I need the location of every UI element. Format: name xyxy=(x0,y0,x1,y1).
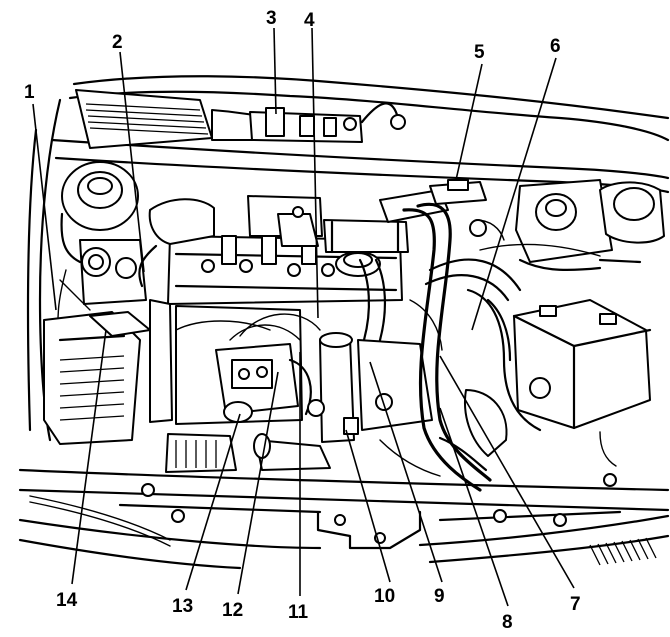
callout-2: 2 xyxy=(112,32,123,53)
injection-pump xyxy=(215,313,321,423)
callout-1: 1 xyxy=(24,82,35,103)
callout-12: 12 xyxy=(222,600,243,621)
callout-6: 6 xyxy=(550,36,561,57)
left-reservoir-group xyxy=(57,161,147,341)
intake-duct-top xyxy=(323,189,449,254)
battery xyxy=(466,288,652,467)
callout-4: 4 xyxy=(304,10,315,31)
callout-labels: 1 2 3 4 5 6 7 8 9 10 11 12 13 14 xyxy=(24,8,581,633)
small-reservoir xyxy=(429,179,487,205)
body-outline xyxy=(18,75,670,570)
callout-9: 9 xyxy=(434,586,445,607)
callout-3: 3 xyxy=(266,8,277,29)
fuel-filter xyxy=(307,332,359,443)
callout-7: 7 xyxy=(570,594,581,615)
callout-13: 13 xyxy=(172,596,193,617)
right-pipes xyxy=(409,243,601,351)
leader-lines xyxy=(32,27,575,607)
callout-10: 10 xyxy=(374,586,395,607)
fuse-box xyxy=(43,311,151,445)
callout-5: 5 xyxy=(474,42,485,63)
callout-14: 14 xyxy=(56,590,78,611)
coolant-reservoir xyxy=(469,179,665,272)
top-center-component xyxy=(249,102,406,143)
callout-8: 8 xyxy=(502,612,513,633)
callout-11: 11 xyxy=(288,602,309,623)
thermostat-housing xyxy=(357,258,441,477)
alternator xyxy=(165,433,331,473)
